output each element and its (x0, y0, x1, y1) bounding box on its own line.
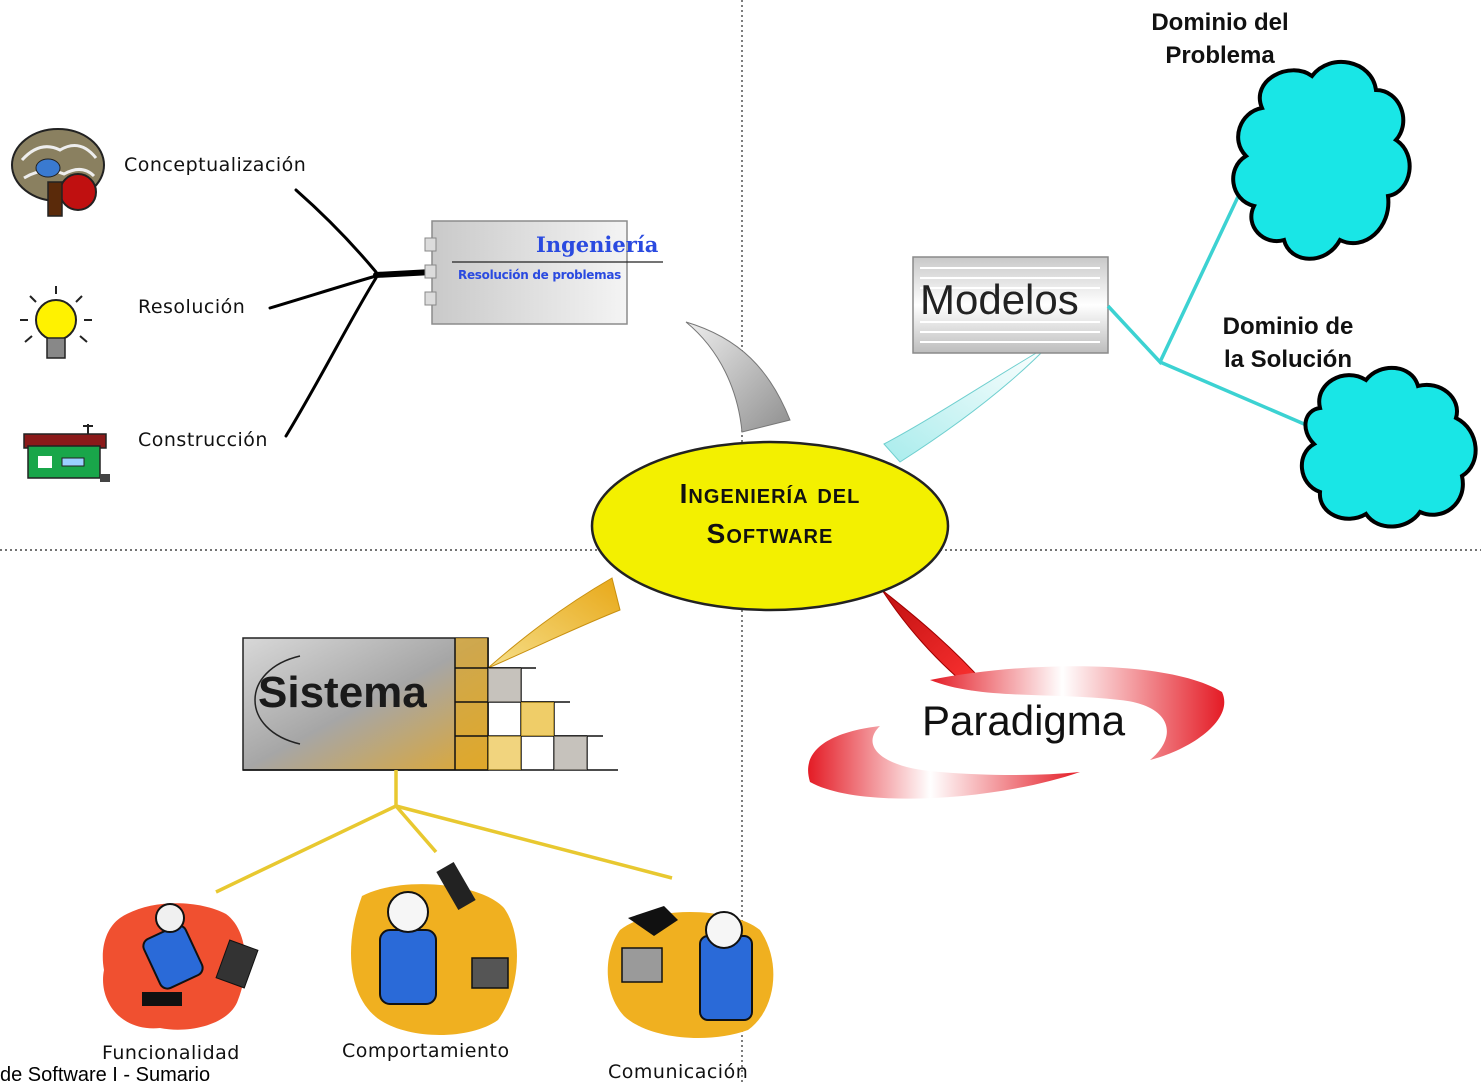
house-icon (23, 424, 110, 482)
paradigma-swirl (808, 666, 1225, 799)
ingenieria-box (424, 220, 663, 325)
sistema-label: Sistema (258, 668, 427, 717)
connector-sistema (487, 577, 621, 669)
ingenieria-subtitle: Resolución de problemas (458, 268, 621, 282)
dominio-solucion-line2: la Solución (1223, 346, 1352, 373)
dominio-solucion-label: Dominio de la Solución (1196, 310, 1380, 376)
cloud-solucion (1299, 365, 1478, 529)
branch-label-construccion: Construcción (138, 429, 268, 451)
child-label-comunicacion: Comunicación (608, 1061, 749, 1083)
center-label-line2: Software (706, 518, 834, 549)
center-node (590, 440, 950, 612)
dominio-problema-label: Dominio del Problema (1130, 6, 1310, 72)
footer-text: de Software I - Sumario (0, 1064, 211, 1086)
angry-person-icon (350, 861, 517, 1035)
center-label-line1: Ingeniería del (679, 478, 861, 509)
dominio-solucion-line1: Dominio de (1222, 313, 1354, 340)
dominio-problema-line1: Dominio del (1151, 9, 1289, 36)
center-label: Ingeniería del Software (620, 474, 920, 554)
lightbulb-icon (20, 286, 92, 359)
child-label-comportamiento: Comportamiento (342, 1040, 510, 1062)
person-computer-icon (607, 906, 774, 1039)
person-falling-icon (102, 903, 259, 1030)
branch-label-resolucion: Resolución (138, 296, 246, 318)
connector-modelos (883, 345, 1049, 463)
modelos-box (912, 256, 1109, 354)
branch-label-conceptualizacion: Conceptualización (124, 154, 307, 176)
modelos-label: Modelos (920, 276, 1079, 323)
connector-ingenieria (685, 321, 791, 433)
dominio-problema-line2: Problema (1165, 42, 1275, 69)
child-label-funcionalidad: Funcionalidad (102, 1042, 240, 1064)
sistema-connectors (215, 770, 673, 894)
ingenieria-title: Ingeniería (536, 232, 659, 257)
cloud-problema (1231, 60, 1412, 261)
left-branch-connectors (268, 188, 435, 438)
dominio-connectors (1106, 183, 1319, 432)
sistema-box (242, 637, 618, 771)
brain-icon (11, 128, 105, 217)
paradigma-label: Paradigma (922, 697, 1126, 744)
